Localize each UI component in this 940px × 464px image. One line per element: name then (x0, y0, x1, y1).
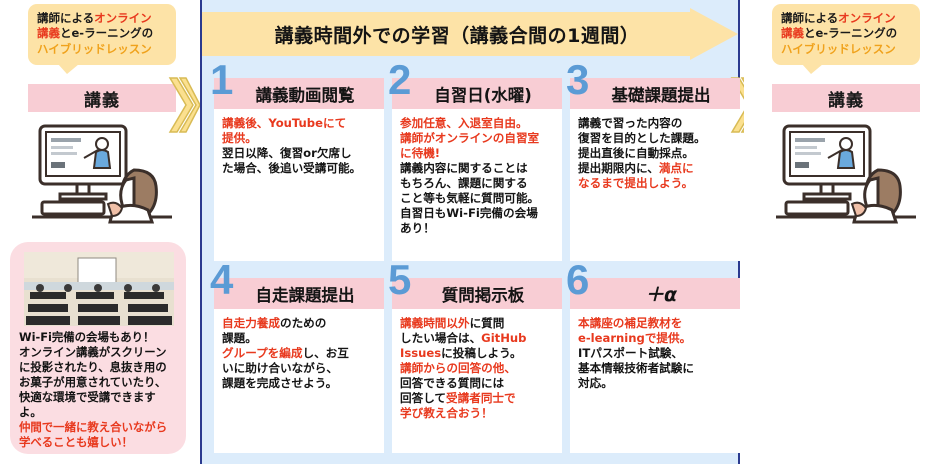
left-venue-info-box: Wi-Fi完備の会場もあり！ オンライン講義がスクリーン に投影されたり、息抜き… (10, 242, 186, 454)
venue-line-2: オンライン講義がスクリーン (19, 345, 167, 360)
step-card-6: 6 ＋α 本講座の補足教材を e-learningで提供。 ITパスポート試験、… (566, 259, 740, 453)
callout-line2-b: とe-ラーニングの (60, 26, 154, 41)
left-illustration (22, 118, 182, 228)
callout-line1-a: 講師による (37, 11, 95, 25)
line: 対応。 (578, 376, 613, 391)
step-title-3: 基礎課題提出 (570, 78, 740, 109)
venue-line-5: 快適な環境で受講できますよ。 (19, 390, 156, 420)
step-title-6: ＋α (570, 278, 740, 309)
line: 講師からの回答の他、 (400, 361, 516, 376)
step-title-4: 自走課題提出 (214, 278, 384, 309)
callout-line2-a: 講義 (781, 26, 804, 41)
line: 参加任意、入退室自由。 (400, 116, 528, 130)
classroom-venue-photo (23, 252, 174, 326)
callout-line3: ハイブリッドレッスン (37, 41, 152, 56)
left-callout-bubble: 講師によるオンライン 講義とe-ラーニングの ハイブリッドレッスン (28, 4, 176, 74)
line: グループを編成 (222, 346, 303, 361)
venue-line-4: お菓子が用意されていたり、 (19, 375, 167, 390)
right-lecture-label: 講義 (772, 84, 920, 112)
step-card-2: 2 自習日(水曜) 参加任意、入退室自由。 講師がオンラインの自習室 に待機! … (388, 59, 562, 261)
line-tail: GitHub (481, 331, 527, 346)
callout-line1-b: オンライン (838, 11, 896, 25)
line: 自習日もWi-Fi完備の会場 (400, 206, 538, 221)
step-body-2: 参加任意、入退室自由。 講師がオンラインの自習室 に待機! 講義内容に関すること… (392, 109, 562, 261)
line: 講義で習った内容の (578, 116, 683, 130)
line: 復習を目的とした課題。 (578, 131, 706, 146)
line-tail: に投稿しよう。 (441, 346, 522, 361)
venue-line-7: 学べることも嬉しい！ (19, 435, 133, 450)
callout-line1-b: オンライン (94, 11, 152, 25)
line: 翌日以降、復習or欠席し (222, 146, 352, 161)
callout-line2-b: とe-ラーニングの (804, 26, 898, 41)
flow-chevron-left (166, 74, 200, 136)
step-card-5: 5 質問掲示板 講義時間以外に質問 したい場合は、GitHub Issuesに投… (388, 259, 562, 453)
banner-title: 講義時間外での学習（講義合間の1週間） (274, 24, 640, 47)
line: 回答して (400, 391, 447, 406)
line: 基本情報技術者試験に (578, 361, 694, 376)
step-number-6: 6 (566, 256, 590, 303)
step-title-1: 講義動画閲覧 (214, 78, 384, 109)
line: Issues (400, 346, 442, 361)
venue-line-3: に投影されたり、息抜き用の (19, 360, 167, 375)
step-body-4: 自走力養成のための 課題。 グループを編成し、お互 いに助け合いながら、 課題を… (214, 309, 384, 453)
line: 講師がオンラインの自習室 (400, 131, 540, 146)
banner-arrow-shape (202, 8, 738, 60)
line: た場合、後追い受講可能。 (222, 161, 362, 176)
line: 提出期限内に、 (578, 161, 659, 176)
line: に待機! (400, 146, 441, 161)
step-number-4: 4 (210, 256, 234, 303)
line: 講義後、YouTubeにて (222, 116, 347, 130)
line: 学び教え合おう！ (400, 406, 493, 421)
line: 回答できる質問には (400, 376, 505, 391)
step-body-5: 講義時間以外に質問 したい場合は、GitHub Issuesに投稿しよう。 講師… (392, 309, 562, 453)
venue-line-1: Wi-Fi完備の会場もあり！ (19, 330, 155, 344)
venue-line-6: 仲間で一緒に教え合いながら (19, 420, 168, 435)
line: したい場合は、 (400, 331, 482, 346)
right-column: 講師によるオンライン 講義とe-ラーニングの ハイブリッドレッスン 講義 (744, 0, 940, 464)
callout-line2-a: 講義 (37, 26, 60, 41)
step-body-6: 本講座の補足教材を e-learningで提供。 ITパスポート試験、 基本情報… (570, 309, 740, 453)
line-tail: 満点に (658, 161, 694, 176)
line: 提供。 (222, 131, 257, 146)
step-title-5: 質問掲示板 (392, 278, 562, 309)
step-number-3: 3 (566, 56, 590, 103)
step-number-2: 2 (388, 56, 412, 103)
line: もちろん、課題に関する (400, 176, 528, 191)
venue-info-text: Wi-Fi完備の会場もあり！ オンライン講義がスクリーン に投影されたり、息抜き… (19, 330, 178, 450)
left-column: 講師によるオンライン 講義とe-ラーニングの ハイブリッドレッスン 講義 (0, 0, 196, 464)
line: ITパスポート試験、 (578, 346, 683, 361)
step-body-3: 講義で習った内容の 復習を目的とした課題。 提出直後に自動採点。 提出期限内に、… (570, 109, 740, 261)
step-card-3: 3 基礎課題提出 講義で習った内容の 復習を目的とした課題。 提出直後に自動採点… (566, 59, 740, 261)
line: こと等も気軽に質問可能。 (400, 191, 540, 206)
center-panel: 講義時間外での学習（講義合間の1週間） 1 講義動画閲覧 講義後、YouTube… (200, 0, 740, 464)
line: e-learningで提供。 (578, 331, 692, 346)
callout-line1-a: 講師による (781, 11, 839, 25)
line-tail: 受講者同士で (446, 391, 516, 406)
step-title-2: 自習日(水曜) (392, 78, 562, 109)
step-number-5: 5 (388, 256, 412, 303)
line-tail: し、お互 (302, 346, 349, 361)
line: 課題を完成させよう。 (222, 376, 338, 391)
step-body-1: 講義後、YouTubeにて 提供。 翌日以降、復習or欠席し た場合、後追い受講… (214, 109, 384, 261)
right-callout-bubble: 講師によるオンライン 講義とe-ラーニングの ハイブリッドレッスン (772, 4, 920, 74)
line: 講義内容に関することは (400, 161, 528, 176)
step-number-1: 1 (210, 56, 234, 103)
line: 提出直後に自動採点。 (578, 146, 694, 161)
callout-line3: ハイブリッドレッスン (781, 41, 896, 56)
line-tail: に質問 (469, 316, 505, 330)
line: 課題。 (222, 331, 257, 346)
right-illustration (766, 118, 926, 228)
line: 講義時間以外 (400, 316, 470, 330)
line: 自走力養成 (222, 316, 280, 330)
line-tail: のための (279, 316, 327, 330)
left-lecture-label: 講義 (28, 84, 176, 112)
step-card-4: 4 自走課題提出 自走力養成のための 課題。 グループを編成し、お互 いに助け合… (210, 259, 384, 453)
step-card-1: 1 講義動画閲覧 講義後、YouTubeにて 提供。 翌日以降、復習or欠席し … (210, 59, 384, 261)
line: 本講座の補足教材を (578, 316, 683, 330)
line: なるまで提出しよう。 (578, 176, 694, 191)
line: いに助け合いながら、 (222, 361, 338, 376)
line: あり！ (400, 221, 435, 236)
banner: 講義時間外での学習（講義合間の1週間） (202, 8, 742, 60)
